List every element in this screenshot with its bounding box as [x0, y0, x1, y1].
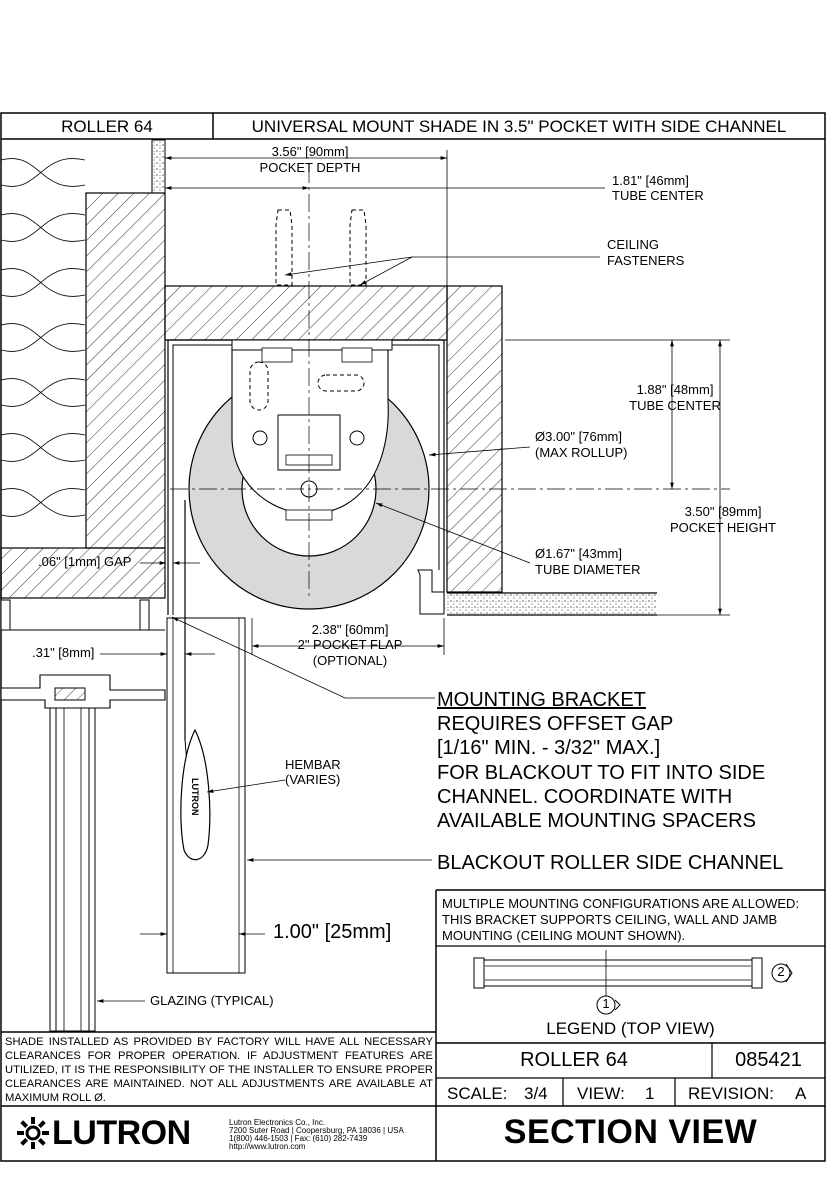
- mounting-bracket-line-5: AVAILABLE MOUNTING SPACERS: [437, 810, 756, 832]
- legend-marker-1: 1: [602, 996, 610, 1011]
- tube-diameter-value: Ø1.67" [43mm]: [535, 546, 622, 561]
- side-channel: [166, 617, 246, 974]
- mounting-bracket-line-2: [1/16" MIN. - 3/32" MAX.]: [437, 737, 661, 759]
- ceiling-board: [447, 593, 657, 615]
- ceiling-fastener-right: [349, 209, 367, 286]
- legend-caption: LEGEND (TOP VIEW): [546, 1019, 715, 1038]
- side-offset-label: .31" [8mm]: [32, 645, 95, 660]
- company-logo-text: LUTRON: [52, 1114, 191, 1152]
- pocket-depth-value: 3.56" [90mm]: [271, 144, 349, 159]
- max-rollup-label: (MAX ROLLUP): [535, 445, 628, 460]
- pocket-wall: [446, 285, 503, 593]
- mounting-bracket-line-1: REQUIRES OFFSET GAP: [437, 713, 674, 735]
- lutron-logo-icon: [17, 1117, 49, 1149]
- header-product: ROLLER 64: [61, 117, 153, 136]
- wall-stud: [85, 192, 166, 549]
- mounting-bracket-line-3: FOR BLACKOUT TO FIT INTO SIDE: [437, 762, 766, 784]
- pocket-ceiling: [164, 285, 448, 341]
- pocket-height-value: 3.50" [89mm]: [684, 504, 762, 519]
- legend-marker-2: 2: [777, 964, 785, 979]
- legend-top-view: [473, 950, 793, 1015]
- tube-center-h-label: TUBE CENTER: [612, 188, 704, 203]
- company-address-1: Lutron Electronics Co., Inc.: [229, 1118, 326, 1127]
- scale-label: SCALE:: [447, 1084, 508, 1103]
- glazing: [49, 707, 96, 1032]
- sheet-title: SECTION VIEW: [503, 1113, 758, 1151]
- tube-diameter-label: TUBE DIAMETER: [535, 562, 641, 577]
- pocket-flap-label: 2" POCKET FLAP: [297, 637, 403, 652]
- side-channel-label: BLACKOUT ROLLER SIDE CHANNEL: [437, 852, 784, 874]
- view-value: 1: [645, 1084, 655, 1103]
- glazing-label: GLAZING (TYPICAL): [150, 993, 274, 1008]
- ceiling-fastener-left: [275, 209, 293, 286]
- revision-label: REVISION:: [688, 1084, 774, 1103]
- tube-center-v-label: TUBE CENTER: [629, 398, 721, 413]
- hembar-varies: (VARIES): [285, 772, 341, 787]
- header-description: UNIVERSAL MOUNT SHADE IN 3.5" POCKET WIT…: [251, 117, 787, 136]
- drywall: [151, 139, 166, 194]
- max-rollup-value: Ø3.00" [76mm]: [535, 429, 622, 444]
- dimension-lines: [97, 150, 730, 1003]
- gap-label: .06" [1mm] GAP: [38, 554, 132, 569]
- hembar: [180, 728, 211, 861]
- mounting-bracket-line-4: CHANNEL. COORDINATE WITH: [437, 786, 733, 808]
- company-address-2: 7200 Suter Road | Coopersburg, PA 18036 …: [229, 1126, 404, 1135]
- title-product: ROLLER 64: [520, 1049, 628, 1071]
- config-note: MULTIPLE MOUNTING CONFIGURATIONS ARE ALL…: [442, 896, 800, 943]
- scale-value: 3/4: [524, 1084, 548, 1103]
- soffit: [0, 547, 166, 599]
- pocket-depth-label: POCKET DEPTH: [259, 160, 361, 175]
- hembar-label: HEMBAR: [285, 757, 341, 772]
- wall-insulation: [0, 158, 86, 517]
- channel-width-label: 1.00" [25mm]: [273, 921, 392, 943]
- hembar-brand: LUTRON: [190, 778, 200, 816]
- revision-value: A: [795, 1084, 807, 1103]
- tube-center-h-value: 1.81" [46mm]: [612, 173, 689, 188]
- view-label: VIEW:: [577, 1084, 625, 1103]
- ceiling-fasteners-label-1: CEILING: [607, 237, 660, 252]
- company-url[interactable]: http://www.lutron.com: [229, 1142, 306, 1151]
- pocket-height-label: POCKET HEIGHT: [670, 520, 776, 535]
- sheet-border: [0, 112, 826, 1162]
- pocket-flap-optional: (OPTIONAL): [312, 653, 388, 668]
- company-address-3: 1(800) 446-1503 | Fax: (610) 282-7439: [229, 1134, 368, 1143]
- tube-center-v-value: 1.88" [48mm]: [636, 382, 714, 397]
- disclaimer: SHADE INSTALLED AS PROVIDED BY FACTORY W…: [5, 1036, 433, 1104]
- pocket-flap-value: 2.38" [60mm]: [311, 622, 389, 637]
- mounting-bracket-title: MOUNTING BRACKET: [437, 689, 646, 711]
- ceiling-fasteners-label-2: FASTENERS: [607, 253, 685, 268]
- drawing-number: 085421: [735, 1049, 802, 1071]
